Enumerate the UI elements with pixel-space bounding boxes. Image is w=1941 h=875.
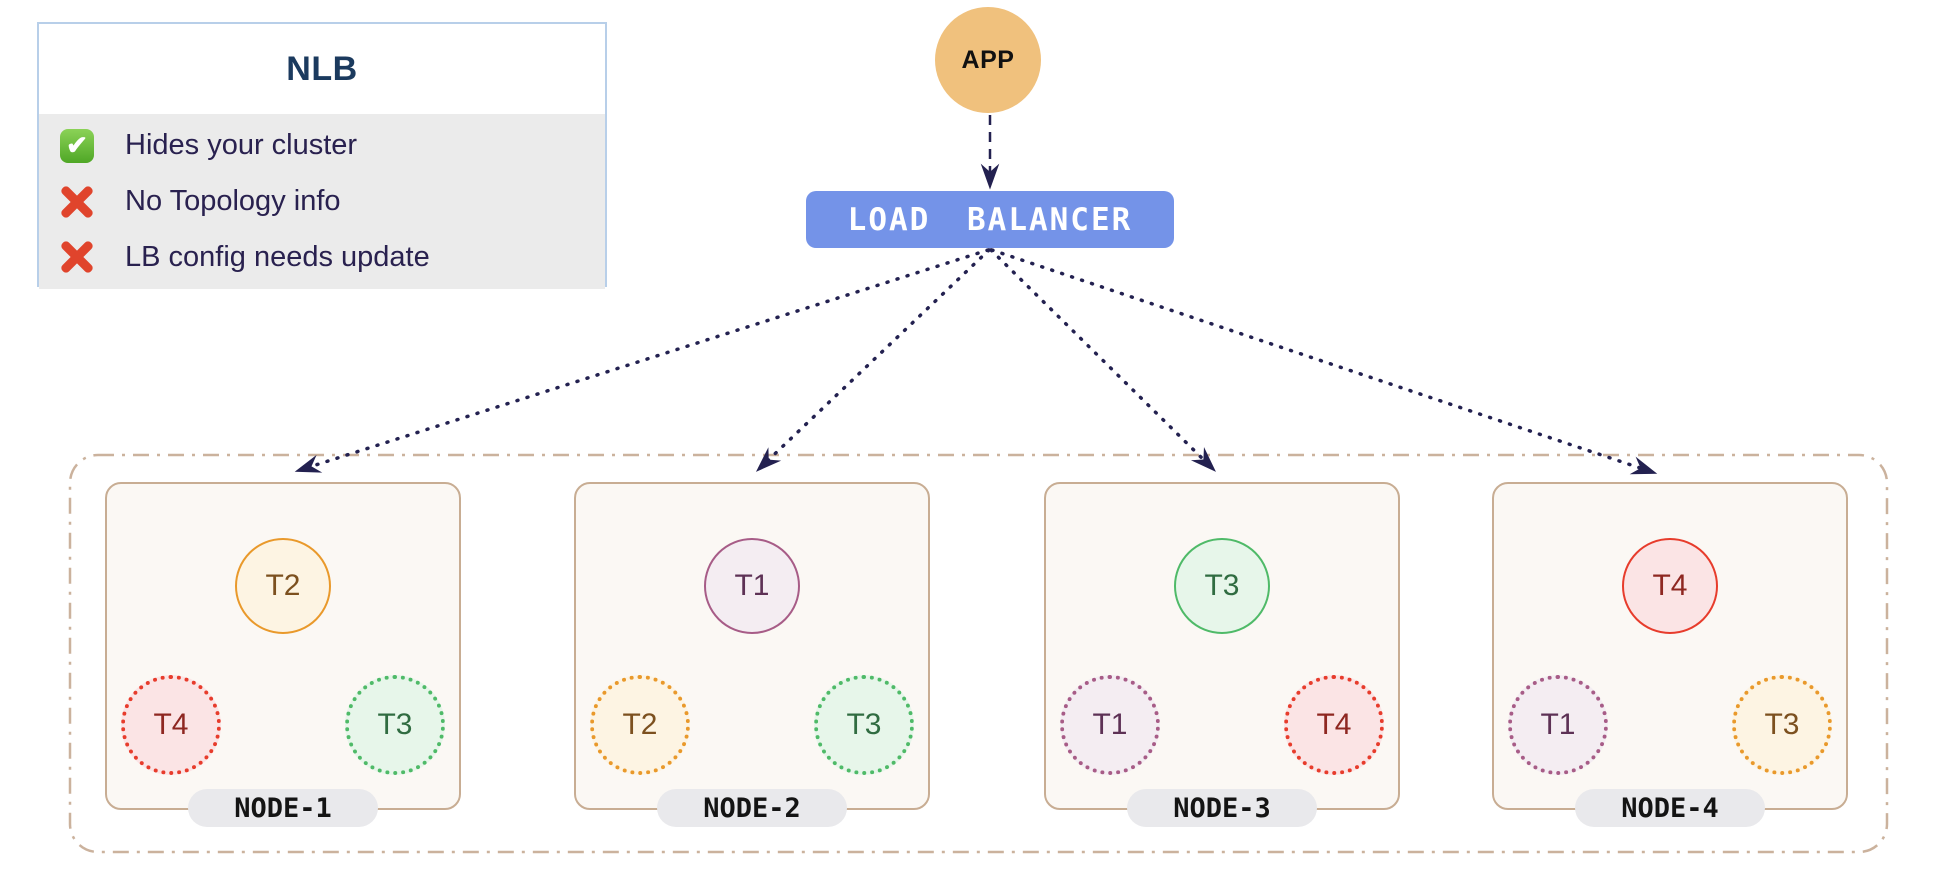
task-label: T1 [1540, 708, 1576, 741]
task-label: T2 [265, 569, 301, 602]
task-label: T4 [1652, 569, 1688, 602]
task-circle: T4 [1284, 675, 1384, 775]
node-label-pill: NODE-2 [657, 789, 847, 827]
task-circle: T1 [1060, 675, 1160, 775]
task-circle: T1 [704, 538, 800, 634]
task-circle: T2 [590, 675, 690, 775]
node-box-2: T1 T2 T3 NODE-2 [574, 482, 930, 827]
task-circle: T1 [1508, 675, 1608, 775]
load-balancer-label: LOAD BALANCER [847, 201, 1133, 238]
node-box-4: T4 T1 T3 NODE-4 [1492, 482, 1848, 827]
legend-title: NLB [286, 49, 358, 88]
task-label: T4 [153, 708, 189, 741]
node-label: NODE-2 [703, 792, 801, 824]
node-box-1: T2 T4 T3 NODE-1 [105, 482, 461, 827]
task-circle: T4 [121, 675, 221, 775]
cross-icon [58, 183, 96, 221]
task-label: T1 [1092, 708, 1128, 741]
node-label-pill: NODE-4 [1575, 789, 1765, 827]
legend-header: NLB [39, 24, 605, 114]
lb-to-node2-connector [755, 248, 991, 472]
legend-item-text: LB config needs update [125, 240, 430, 273]
task-circle: T4 [1622, 538, 1718, 634]
task-label: T4 [1316, 708, 1352, 741]
app-node: APP [935, 7, 1041, 113]
node-box-3: T3 T1 T4 NODE-3 [1044, 482, 1400, 827]
node-label: NODE-4 [1621, 792, 1719, 824]
task-circle: T3 [1174, 538, 1270, 634]
legend-body: ✔ Hides your cluster No Topology info LB… [39, 114, 605, 289]
task-circle: T3 [345, 675, 445, 775]
lb-to-node4-connector [990, 248, 1658, 475]
legend-item-text: Hides your cluster [125, 129, 358, 162]
task-label: T1 [734, 569, 770, 602]
task-label: T3 [1204, 569, 1240, 602]
task-label: T3 [846, 708, 882, 741]
node-label: NODE-3 [1173, 792, 1271, 824]
app-label: APP [961, 45, 1015, 74]
node-label-pill: NODE-1 [188, 789, 378, 827]
lb-to-node3-connector [989, 248, 1216, 472]
task-label: T3 [1764, 708, 1800, 741]
task-label: T2 [622, 708, 658, 741]
task-label: T3 [377, 708, 413, 741]
check-icon: ✔ [60, 128, 94, 163]
legend-card: NLB ✔ Hides your cluster No Topology inf… [37, 22, 607, 289]
load-balancer-node: LOAD BALANCER [806, 191, 1174, 248]
legend-row: LB config needs update [39, 231, 605, 283]
legend-row: No Topology info [39, 176, 605, 228]
node-label: NODE-1 [234, 792, 332, 824]
legend-item-text: No Topology info [125, 185, 341, 217]
task-circle: T3 [1732, 675, 1832, 775]
task-circle: T2 [235, 538, 331, 634]
legend-row: ✔ Hides your cluster [39, 120, 605, 172]
cross-icon [58, 238, 96, 276]
task-circle: T3 [814, 675, 914, 775]
node-label-pill: NODE-3 [1127, 789, 1317, 827]
